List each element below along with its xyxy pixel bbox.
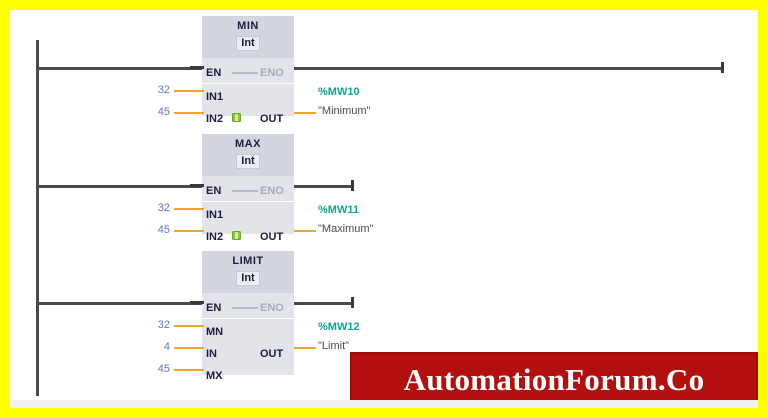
power-rail bbox=[36, 40, 39, 396]
function-block-min-header: MIN Int bbox=[202, 16, 294, 58]
pin-in-3[interactable]: IN bbox=[206, 348, 217, 360]
pin-out-1[interactable]: OUT bbox=[260, 113, 284, 125]
pin-mn-wire-3 bbox=[174, 325, 204, 327]
operand-out-symbol-2[interactable]: "Maximum" bbox=[318, 223, 374, 235]
add-parameter-icon-2[interactable] bbox=[232, 231, 241, 240]
pin-eno-2[interactable]: ENO bbox=[260, 185, 284, 197]
pin-en-stub-2 bbox=[190, 184, 204, 187]
operand-out-address-2[interactable]: %MW11 bbox=[318, 204, 359, 216]
pin-in1-2[interactable]: IN1 bbox=[206, 209, 224, 221]
function-block-max-datatype[interactable]: Int bbox=[236, 154, 260, 169]
pin-in2-2[interactable]: IN2 bbox=[206, 231, 224, 243]
pin-mn-3[interactable]: MN bbox=[206, 326, 224, 338]
function-block-limit-title: LIMIT bbox=[232, 255, 264, 267]
rung-1-output-wire bbox=[292, 67, 723, 70]
function-block-min[interactable]: MIN Int EN ENO IN1 IN2 OUT bbox=[202, 16, 294, 125]
rung-3-end-tick bbox=[351, 297, 354, 308]
pin-in2-1[interactable]: IN2 bbox=[206, 113, 224, 125]
eno-connector-line-2 bbox=[232, 190, 258, 192]
function-block-min-datatype[interactable]: Int bbox=[236, 36, 260, 51]
function-block-max[interactable]: MAX Int EN ENO IN1 IN2 OUT bbox=[202, 134, 294, 243]
rung-1 bbox=[36, 67, 202, 70]
canvas-bottom-edge bbox=[10, 400, 758, 408]
pin-mx-wire-3 bbox=[174, 369, 204, 371]
operand-out-symbol-1[interactable]: "Minimum" bbox=[318, 105, 371, 117]
ladder-editor-canvas: MIN Int EN ENO IN1 IN2 OUT 32 45 %MW10 "… bbox=[10, 10, 758, 408]
rung-3 bbox=[36, 302, 202, 305]
operand-in2-1[interactable]: 45 bbox=[157, 106, 170, 118]
pin-en-2[interactable]: EN bbox=[206, 185, 222, 197]
operand-in2-2[interactable]: 45 bbox=[157, 224, 170, 236]
function-block-limit-datatype[interactable]: Int bbox=[236, 271, 260, 286]
pin-out-2[interactable]: OUT bbox=[260, 231, 284, 243]
pin-eno-1[interactable]: ENO bbox=[260, 67, 284, 79]
pin-mx-3[interactable]: MX bbox=[206, 370, 223, 382]
add-parameter-icon-1[interactable] bbox=[232, 113, 241, 122]
operand-out-symbol-3[interactable]: "Limit" bbox=[318, 340, 350, 352]
operand-out-address-1[interactable]: %MW10 bbox=[318, 86, 360, 98]
operand-in-3[interactable]: 4 bbox=[163, 341, 170, 353]
rung-1-end-tick bbox=[721, 62, 724, 73]
function-block-min-title: MIN bbox=[237, 20, 259, 32]
pin-en-1[interactable]: EN bbox=[206, 67, 222, 79]
function-block-limit-header: LIMIT Int bbox=[202, 251, 294, 293]
function-block-limit[interactable]: LIMIT Int EN ENO MN IN MX OUT bbox=[202, 251, 294, 382]
rung-3-output-wire bbox=[292, 302, 353, 305]
eno-connector-line-3 bbox=[232, 307, 258, 309]
pin-out-3[interactable]: OUT bbox=[260, 348, 284, 360]
pin-eno-3[interactable]: ENO bbox=[260, 302, 284, 314]
pin-in-wire-3 bbox=[174, 347, 204, 349]
rung-2-end-tick bbox=[351, 180, 354, 191]
pin-in1-1[interactable]: IN1 bbox=[206, 91, 224, 103]
pin-in2-wire-2 bbox=[174, 230, 204, 232]
pin-out-wire-1 bbox=[294, 112, 316, 114]
pin-en-stub-3 bbox=[190, 301, 204, 304]
pin-in1-wire-1 bbox=[174, 90, 204, 92]
eno-connector-line-1 bbox=[232, 72, 258, 74]
pin-in2-wire-1 bbox=[174, 112, 204, 114]
function-block-max-header: MAX Int bbox=[202, 134, 294, 176]
operand-in1-1[interactable]: 32 bbox=[157, 84, 170, 96]
function-block-max-title: MAX bbox=[235, 138, 261, 150]
rung-2 bbox=[36, 185, 202, 188]
pin-in1-wire-2 bbox=[174, 208, 204, 210]
operand-out-address-3[interactable]: %MW12 bbox=[318, 321, 360, 333]
pin-en-stub-1 bbox=[190, 66, 204, 69]
operand-mn-3[interactable]: 32 bbox=[157, 319, 170, 331]
watermark-text: AutomationForum.Co bbox=[403, 362, 705, 397]
operand-mx-3[interactable]: 45 bbox=[157, 363, 170, 375]
rung-2-output-wire bbox=[292, 185, 353, 188]
pin-en-3[interactable]: EN bbox=[206, 302, 222, 314]
pin-out-wire-3 bbox=[294, 347, 316, 349]
pin-out-wire-2 bbox=[294, 230, 316, 232]
operand-in1-2[interactable]: 32 bbox=[157, 202, 170, 214]
